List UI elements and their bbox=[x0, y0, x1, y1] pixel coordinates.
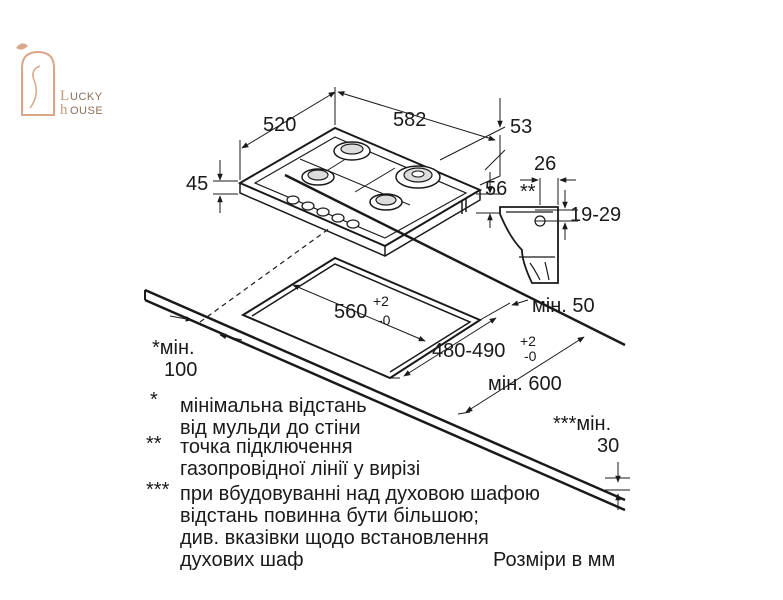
dim-min-50: мін. 50 bbox=[479, 295, 595, 321]
burner-wok bbox=[395, 165, 441, 189]
label-min-100-line1: *мін. bbox=[152, 337, 195, 359]
dim-min-100: *мін. 100 bbox=[152, 315, 243, 381]
label-520: 520 bbox=[263, 114, 296, 136]
note-1-marker: * bbox=[150, 389, 158, 411]
label-19-29: 19-29 bbox=[570, 204, 621, 226]
label-min-30-line2: 30 bbox=[597, 435, 619, 457]
label-560: 560 bbox=[334, 301, 367, 323]
note-3-line-1: при вбудовуванні над духовою шафою bbox=[180, 483, 540, 505]
note-1-line-1: мінімальна відстань bbox=[180, 395, 367, 417]
bracket-detail: 26 19-29 ** bbox=[499, 153, 621, 284]
label-min-100-line2: 100 bbox=[164, 359, 197, 381]
dim-520: 520 bbox=[239, 87, 336, 180]
logo-initial-l: L bbox=[60, 88, 69, 104]
label-480-490-tol-minus: -0 bbox=[524, 348, 537, 364]
label-double-star: ** bbox=[520, 181, 536, 203]
label-53: 53 bbox=[510, 116, 532, 138]
logo-brand-line2: OUSE bbox=[70, 105, 103, 117]
burner-front-right bbox=[369, 193, 403, 211]
lucky-house-logo: L UCKY h OUSE bbox=[16, 43, 103, 118]
notes-legend: * мінімальна відстань від мульди до стін… bbox=[146, 389, 540, 571]
label-56: 56 bbox=[485, 178, 507, 200]
label-45: 45 bbox=[186, 173, 208, 195]
label-480-490: 480-490 bbox=[432, 340, 505, 362]
dim-53: 53 bbox=[439, 98, 532, 171]
label-582: 582 bbox=[393, 109, 426, 131]
label-480-490-tol-plus: +2 bbox=[520, 333, 536, 349]
label-min-50: мін. 50 bbox=[532, 295, 595, 317]
label-min-30-line1: ***мін. bbox=[553, 413, 611, 435]
control-knobs bbox=[286, 195, 360, 229]
dim-56: 56 bbox=[476, 172, 507, 228]
label-min-600: мін. 600 bbox=[488, 373, 562, 395]
logo-initial-h: h bbox=[60, 102, 68, 118]
burner-back-left bbox=[333, 141, 371, 161]
label-26: 26 bbox=[534, 153, 556, 175]
note-3-line-2: відстань повинна бути більшою; bbox=[180, 505, 479, 527]
dim-45: 45 bbox=[186, 160, 238, 213]
note-3-marker: *** bbox=[146, 479, 170, 501]
note-1-line-2: від мульди до стіни bbox=[180, 417, 361, 439]
units-note: Розміри в мм bbox=[493, 549, 615, 571]
dim-560: 560 +2 -0 bbox=[292, 284, 426, 342]
gas-hob bbox=[237, 126, 483, 257]
dim-min-600: мін. 600 bbox=[457, 336, 585, 415]
label-560-tol-plus: +2 bbox=[373, 293, 389, 309]
dim-min-30: ***мін. 30 bbox=[553, 413, 630, 510]
dim-582: 582 bbox=[337, 91, 501, 186]
note-2-line-2: газопровідної лінії у вирізі bbox=[180, 458, 420, 480]
note-2-line-1: точка підключення bbox=[180, 436, 353, 458]
logo-brand-line1: UCKY bbox=[70, 91, 103, 103]
note-3-line-3: див. вказівки щодо встановлення bbox=[180, 527, 489, 549]
label-560-tol-minus: -0 bbox=[378, 312, 391, 328]
note-2-marker: ** bbox=[146, 433, 162, 455]
burner-front-left bbox=[301, 168, 335, 186]
note-3-line-4: духових шаф bbox=[180, 549, 304, 571]
